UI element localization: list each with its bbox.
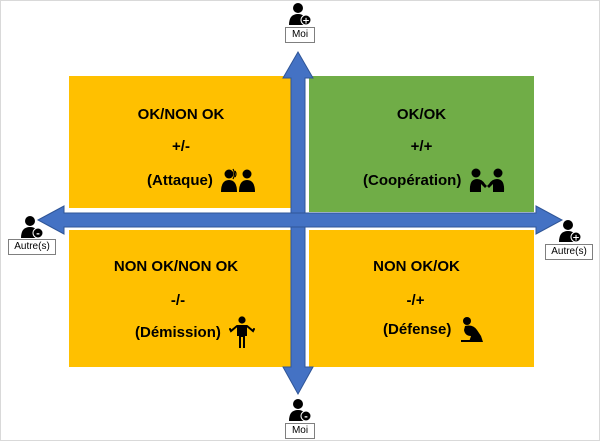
quadrant-title: OK/OK — [396, 106, 447, 123]
quadrant-title: NON OK/NON OK — [113, 258, 239, 275]
two-people-talking-icon — [220, 168, 255, 192]
quadrant-role: (Démission) — [135, 316, 255, 348]
badge-minus: - — [304, 413, 308, 423]
person-shrugging-icon — [228, 316, 255, 348]
person-minus-icon: - — [21, 216, 44, 240]
quadrant-sign: -/+ — [406, 292, 425, 309]
quadrant-bottom-right: NON OK/OK -/+ (Défense) — [309, 230, 534, 367]
right-axis-label: Autre(s) — [545, 244, 593, 260]
quadrant-role: (Coopération) — [363, 168, 505, 192]
person-kneeling-icon — [461, 317, 484, 342]
horizontal-arrow — [36, 205, 564, 235]
quadrant-sign: +/- — [172, 138, 190, 155]
quadrant-bottom-left: NON OK/NON OK -/- (Démission) — [69, 230, 293, 367]
role-label: (Coopération) — [363, 171, 462, 189]
top-axis-label: Moi — [285, 27, 315, 43]
badge-plus: + — [302, 17, 310, 27]
quadrant-sign: -/- — [170, 292, 186, 309]
quadrant-title: OK/NON OK — [137, 106, 225, 123]
badge-minus: - — [36, 230, 40, 240]
quadrant-top-left: OK/NON OK +/- (Attaque) — [69, 76, 293, 208]
role-label: (Défense) — [383, 320, 452, 338]
role-label: (Démission) — [135, 323, 221, 341]
bottom-axis-label: Moi — [285, 423, 315, 439]
quadrant-sign: +/+ — [410, 138, 433, 155]
quadrant-title: NON OK/OK — [373, 258, 460, 275]
badge-plus: + — [572, 234, 580, 244]
person-plus-icon: + — [289, 3, 312, 27]
quadrant-role: (Attaque) — [147, 168, 257, 192]
person-minus-icon: - — [289, 399, 312, 423]
role-label: (Attaque) — [147, 171, 213, 189]
left-axis-label: Autre(s) — [8, 239, 56, 255]
quadrant-top-right: OK/OK +/+ (Coopération) — [309, 76, 534, 212]
person-plus-icon: + — [559, 220, 582, 244]
two-people-cooperating-icon — [470, 168, 505, 192]
quadrant-role: (Défense) — [383, 316, 485, 342]
